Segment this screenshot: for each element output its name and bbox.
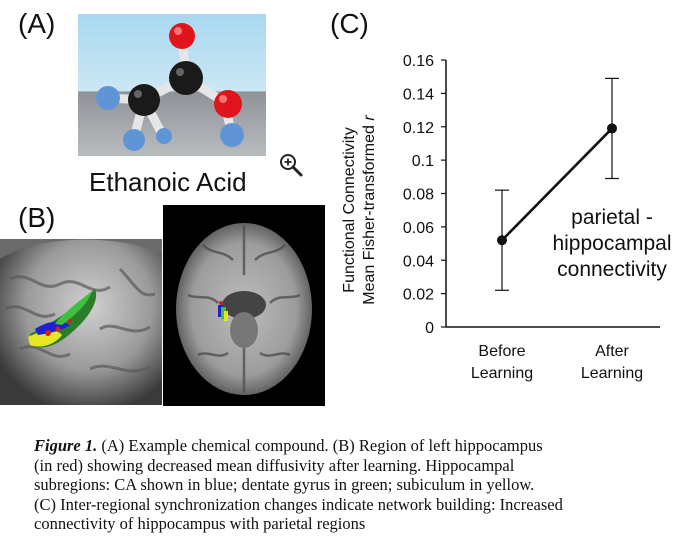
y-tick-label: 0.04 — [403, 253, 434, 270]
brain-axial-image — [163, 205, 325, 406]
molecule-image — [78, 14, 266, 156]
chart-axes — [445, 60, 660, 328]
caption-line-1: Figure 1. (A) Example chemical compound.… — [34, 436, 690, 456]
caption-line-3: subregions: CA shown in blue; dentate gy… — [34, 475, 535, 494]
ethanoic-acid-model — [96, 23, 244, 151]
y-tick-label: 0.06 — [403, 220, 434, 237]
y-tick-label: 0.08 — [403, 187, 434, 204]
y-tick-label: 0.12 — [403, 120, 434, 137]
y-tick-label: 0.14 — [403, 86, 434, 103]
figure-caption: Figure 1. (A) Example chemical compound.… — [34, 436, 690, 534]
y-axis-title-line1: Functional Connectivity — [341, 127, 358, 292]
figure-label: Figure 1. — [34, 436, 98, 455]
y-tick-label: 0 — [425, 320, 434, 337]
series-line — [501, 127, 613, 242]
y-axis-title-line2: Mean Fisher-transformed r — [361, 115, 378, 305]
data-point — [607, 123, 617, 134]
y-tick-label: 0.02 — [403, 287, 434, 304]
caption-line-1-text: (A) Example chemical compound. (B) Regio… — [97, 436, 543, 455]
brain-sagittal-image — [0, 239, 162, 405]
panel-c-label: (C) — [330, 8, 369, 39]
connectivity-chart: Functional Connectivity Mean Fisher-tran… — [341, 53, 672, 382]
y-axis-title: Functional Connectivity Mean Fisher-tran… — [341, 115, 378, 305]
panel-a-label: (A) — [18, 8, 56, 39]
panel-b-label: (B) — [18, 202, 56, 233]
data-point — [497, 235, 507, 246]
zoom-in-icon[interactable] — [278, 152, 304, 178]
y-tick-label: 0.1 — [412, 153, 434, 170]
caption-line-2: (in red) showing decreased mean diffusiv… — [34, 455, 515, 475]
molecule-caption: Ethanoic Acid — [89, 167, 247, 197]
y-tick-label: 0.16 — [403, 53, 434, 70]
chart-series — [495, 77, 619, 291]
caption-line-5: connectivity of hippocampus with parieta… — [34, 514, 366, 533]
caption-line-4: (C) Inter-regional synchronization chang… — [34, 494, 563, 514]
y-ticks: 0 0.02 0.04 0.06 0.08 0.1 0.12 0.14 0.16 — [403, 53, 446, 337]
